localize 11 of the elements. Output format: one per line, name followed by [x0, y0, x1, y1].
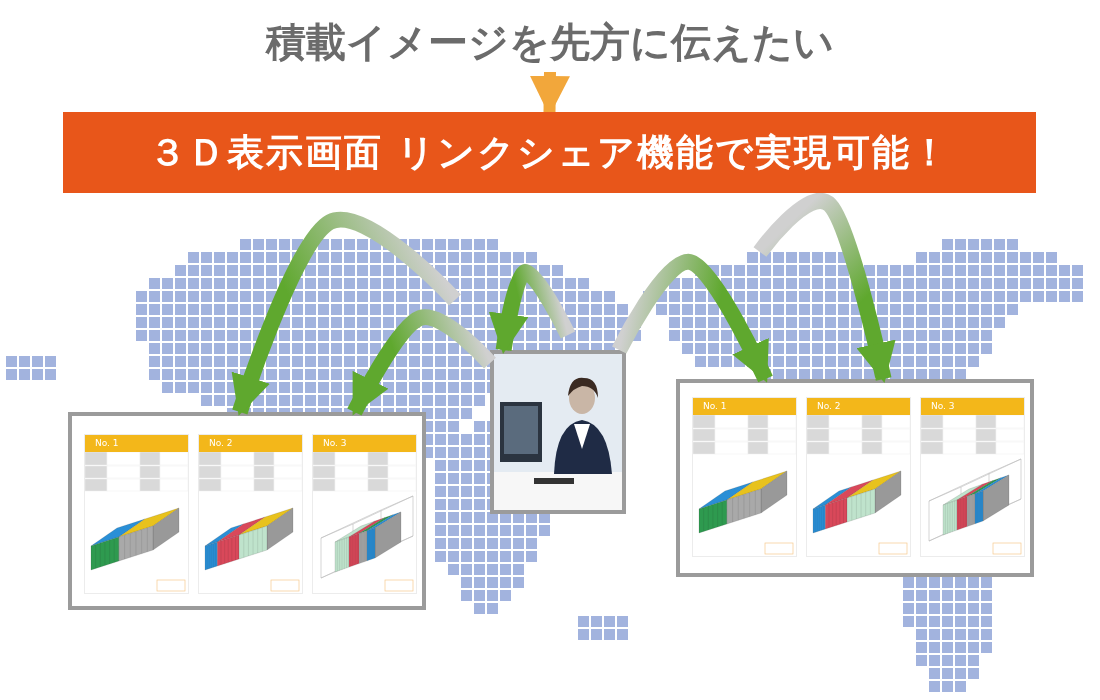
headline-banner: [63, 112, 1036, 193]
card-header: No. 3: [313, 435, 416, 452]
heading-text: 積載イメージを先方に伝えたい: [266, 17, 834, 67]
card-header: No. 1: [693, 398, 796, 415]
card-header: No. 2: [199, 435, 302, 452]
card-header: No. 1: [85, 435, 188, 452]
screen-panel: [676, 379, 1034, 577]
card-header: No. 3: [921, 398, 1024, 415]
card-header: No. 2: [807, 398, 910, 415]
banner-text: ３Ｄ表示画面 リンクシェア機能で実現可能！: [148, 129, 951, 176]
screen-panel: [68, 412, 426, 610]
